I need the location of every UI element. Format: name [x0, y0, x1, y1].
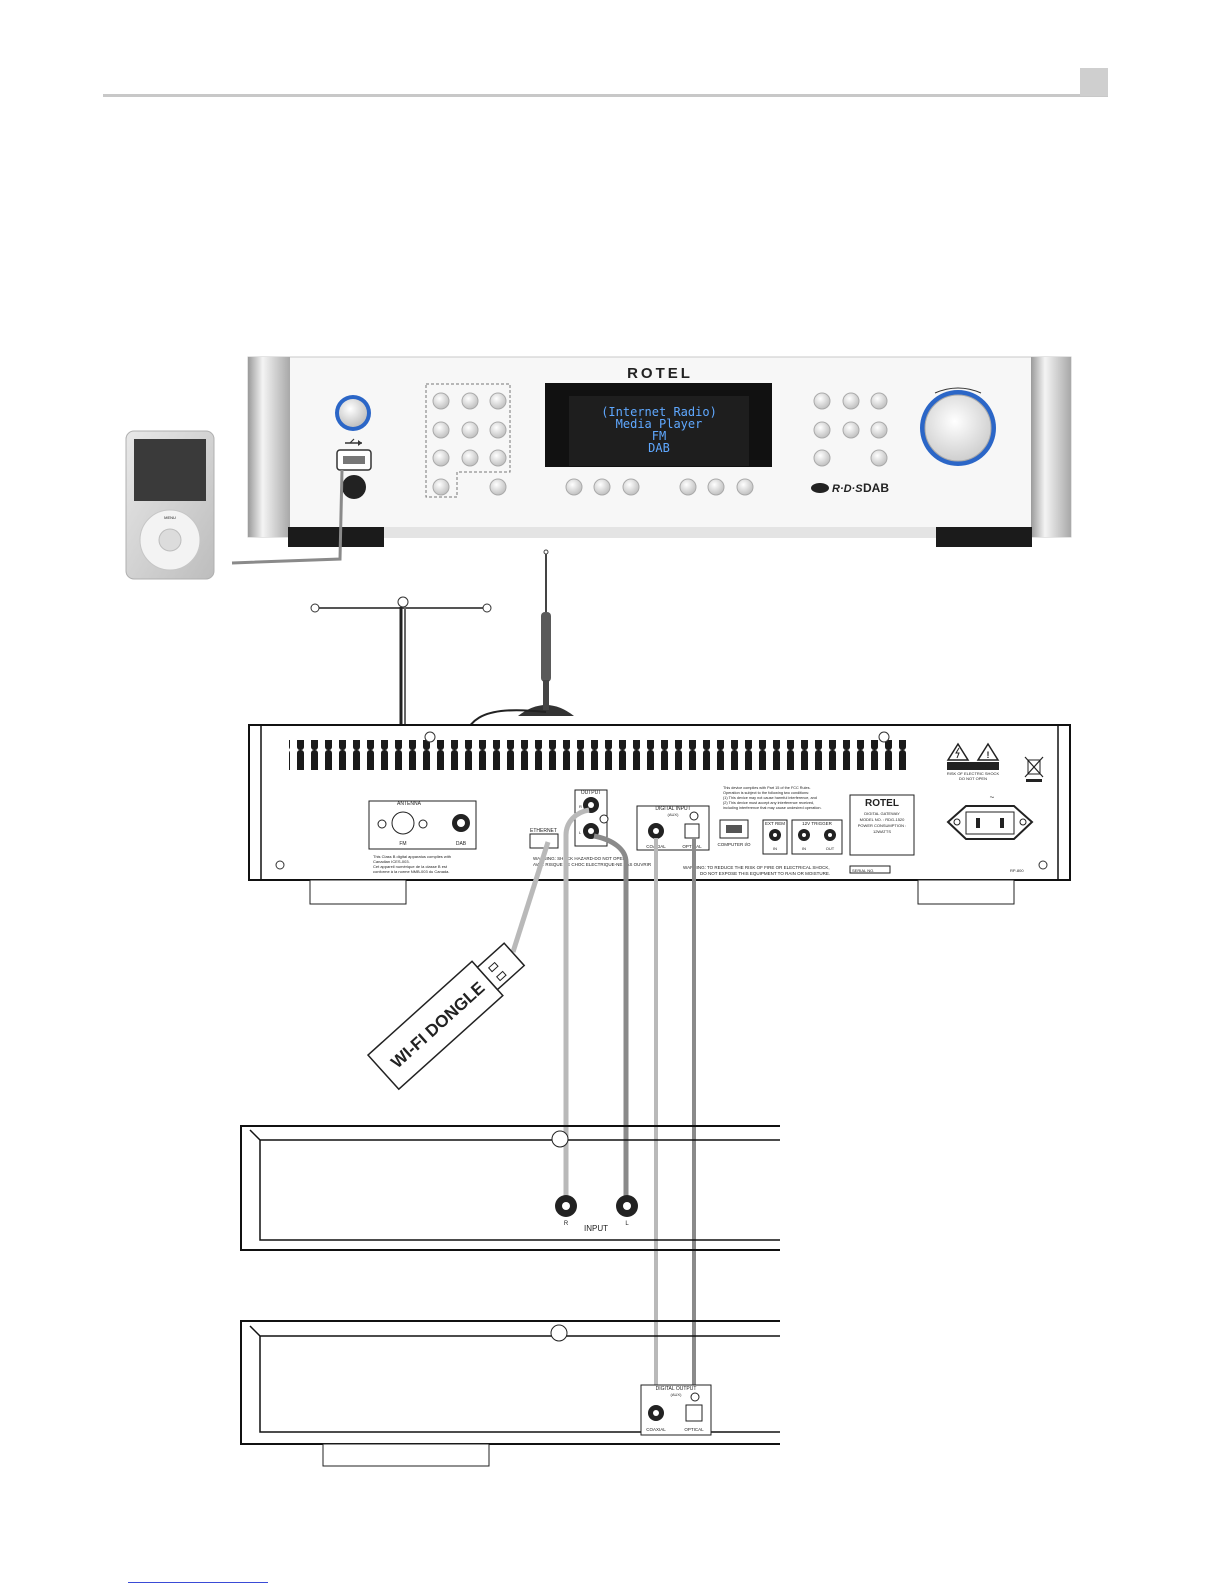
fm-antenna-jack[interactable]	[391, 811, 415, 835]
display-line-fm: FM	[652, 429, 666, 443]
rear-brand-logo: ROTEL	[865, 798, 899, 809]
ext-rem-in-label: IN	[773, 846, 777, 851]
rds-logo: R·D·S	[811, 483, 863, 495]
ext-rem-label: EXT REM	[765, 821, 785, 826]
canada-notice-3: Cet appareil numérique de la classe B es…	[373, 864, 448, 869]
fcc-line-4: (2) This device must accept any interfer…	[723, 801, 814, 805]
fcc-line-5: including interference that may cause un…	[723, 806, 822, 810]
cd-digital-output-sub: (AUX)	[671, 1392, 683, 1397]
header-rule	[103, 94, 1108, 97]
footer-link-underline	[128, 1582, 268, 1583]
cd-digital-output-label: DIGITAL OUTPUT	[656, 1386, 697, 1392]
display-line-media-player: Media Player	[616, 417, 703, 431]
right-foot	[936, 527, 1032, 547]
amp-r-label: R	[564, 1221, 569, 1227]
output-label: OUTPUT	[581, 790, 602, 796]
dongle-cable	[510, 841, 551, 953]
optical-input-port[interactable]	[684, 823, 700, 839]
display-line-internet-radio: (Internet Radio)	[601, 405, 717, 419]
caution-label: CAUTION	[959, 764, 986, 770]
rca-cables	[563, 807, 629, 1202]
digital-input-sub: (AUX)	[668, 812, 680, 817]
amp-l-label: L	[625, 1221, 629, 1227]
page-corner-tab	[1080, 68, 1108, 96]
front-panel: ROTEL (Internet	[247, 356, 1072, 547]
headphone-jack[interactable]	[342, 475, 366, 499]
amp-input-label: INPUT	[584, 1224, 608, 1233]
cd-optical-label: OPTICAL	[684, 1427, 704, 1432]
computer-io-label: COMPUTER I/O	[717, 842, 751, 847]
left-foot	[288, 527, 384, 547]
caution-line-2: DO NOT OPEN	[959, 776, 987, 781]
caution-line-1: RISK OF ELECTRIC SHOCK	[947, 771, 1000, 776]
numeric-button-grid[interactable]	[432, 392, 507, 496]
amplifier: R L INPUT	[240, 1125, 780, 1251]
ac-power-inlet[interactable]	[946, 805, 1034, 840]
trigger-in-label: IN	[802, 846, 806, 851]
left-endcap	[248, 357, 290, 537]
part-number: RP-800	[1010, 868, 1024, 873]
output-r-label: R	[579, 804, 582, 809]
function-button-grid[interactable]	[813, 392, 888, 467]
cd-coaxial-label: COAXIAL	[646, 1427, 666, 1432]
model-line-4: 12WATTS	[873, 829, 891, 834]
model-line-1: DIGITAL GATEWAY	[864, 811, 900, 816]
antenna-label: ANTENNA	[397, 801, 422, 807]
usb-icon	[345, 438, 362, 446]
canada-notice-1: This Class B digital apparatus complies …	[373, 854, 451, 859]
ethernet-port[interactable]	[529, 833, 559, 849]
shock-warning: WARNING: SHOCK HAZARD-DO NOT OPEN	[533, 856, 626, 861]
right-endcap	[1031, 357, 1071, 537]
cd-optical-output-port[interactable]	[685, 1404, 703, 1422]
fire-warning-2: DO NOT EXPOSE THIS EQUIPMENT TO RAIN OR …	[700, 871, 830, 876]
front-brand-logo: ROTEL	[627, 365, 693, 382]
display-line-dab: DAB	[648, 441, 670, 455]
dab-logo: DAB	[863, 481, 889, 495]
fire-warning: WARNING: TO REDUCE THE RISK OF FIRE OR E…	[683, 865, 830, 870]
avis-warning: AVIS: RISQUE DE CHOC ELECTRIQUE-NE PAS O…	[533, 862, 652, 867]
fm-label: FM	[399, 841, 406, 847]
fcc-line-2: Operation is subject to the following tw…	[723, 791, 809, 795]
canada-notice-2: Canadian ICES-003.	[373, 859, 410, 864]
fcc-line-3: (1) This device may not cause harmful in…	[723, 796, 817, 800]
ac-symbol: ~	[990, 793, 995, 802]
dab-label: DAB	[456, 841, 467, 847]
ethernet-label: ETHERNET	[530, 828, 557, 834]
ipod-player: MENU	[125, 430, 215, 580]
canada-notice-4: conforme à la norme NMB-003 du Canada.	[373, 869, 449, 874]
model-line-2: MODEL NO. : RDG-1520	[860, 817, 906, 822]
wifi-dongle: WI-FI DONGLE	[366, 942, 526, 1091]
svg-text:MENU: MENU	[164, 515, 176, 520]
output-l-label: L	[579, 830, 582, 835]
digital-input-label: DIGITAL INPUT	[655, 806, 690, 812]
svg-text:R·D·S: R·D·S	[832, 483, 863, 495]
svg-text:!: !	[987, 750, 990, 760]
rear-panel: ANTENNA FM DAB This Class B digital appa…	[248, 724, 1071, 905]
cd-player: DIGITAL OUTPUT (AUX) COAXIAL OPTICAL	[240, 1320, 780, 1467]
trigger-out-label: OUT	[826, 846, 835, 851]
transport-buttons[interactable]	[565, 478, 754, 496]
serial-label: SERIAL NO.	[852, 868, 874, 873]
weee-bin-icon	[1024, 756, 1044, 782]
caution-warning-icon: !	[946, 742, 1000, 761]
trigger-label: 12V TRIGGER	[802, 821, 832, 826]
ipod-usb-cable	[231, 469, 344, 565]
fcc-line-1: This device complies with Part 15 of the…	[723, 786, 811, 790]
model-line-3: POWER CONSUMPTION :	[858, 823, 906, 828]
